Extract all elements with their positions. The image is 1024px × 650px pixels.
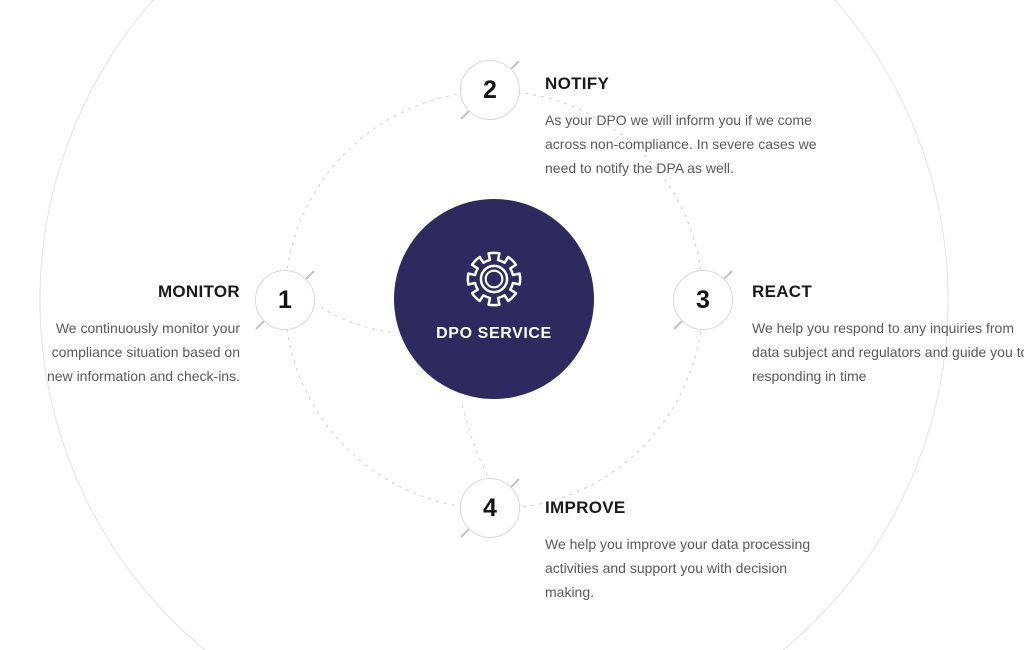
dpo-service-hub: DPO SERVICE	[394, 199, 594, 399]
step-number: 3	[696, 285, 710, 314]
hub-content: DPO SERVICE	[436, 248, 552, 343]
step-title: IMPROVE	[545, 498, 626, 517]
step-number: 4	[483, 493, 497, 522]
step-description: As your DPO we will inform you if we com…	[545, 112, 817, 176]
step-badge-3: 3	[673, 270, 733, 330]
step-description: We help you respond to any inquiries fro…	[752, 320, 1024, 384]
step-badge-1: 1	[255, 270, 315, 330]
connector-arc-hub-to-improve	[461, 404, 489, 478]
step-title: NOTIFY	[545, 74, 610, 93]
step-block-notify: NOTIFY As your DPO we will inform you if…	[545, 74, 830, 180]
step-description: We help you improve your data processing…	[545, 536, 811, 600]
step-block-monitor: MONITOR We continuously monitor your com…	[32, 282, 240, 388]
connector-arc-monitor-to-hub	[313, 302, 392, 333]
step-badge-2: 2	[460, 60, 520, 120]
gear-icon	[466, 251, 522, 306]
step-number: 1	[278, 285, 292, 314]
step-title: REACT	[752, 282, 813, 301]
step-number: 2	[483, 75, 497, 104]
step-description: We continuously monitor your compliance …	[47, 320, 240, 384]
hub-label: DPO SERVICE	[436, 324, 552, 342]
step-block-improve: IMPROVE We help you improve your data pr…	[545, 498, 830, 604]
step-title: MONITOR	[157, 282, 240, 301]
step-badge-4: 4	[460, 478, 520, 538]
step-block-react: REACT We help you respond to any inquiri…	[752, 282, 1024, 388]
